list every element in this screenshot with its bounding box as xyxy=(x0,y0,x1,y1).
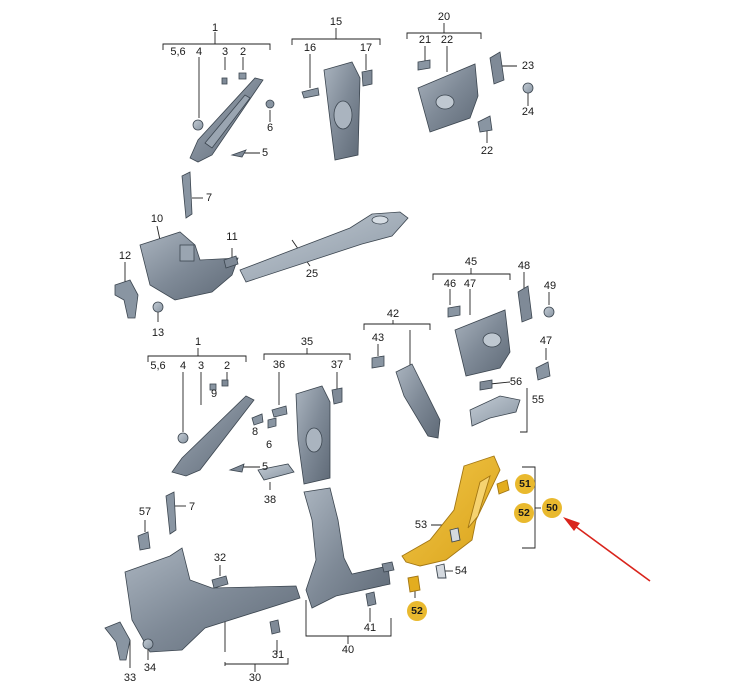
b-pillar-lower-trim-highlighted xyxy=(401,455,510,593)
callout-4-lower: 4 xyxy=(179,360,187,372)
callout-8: 8 xyxy=(251,426,259,438)
callout-50-highlighted: 50 xyxy=(542,498,562,518)
b-pillar-lower-trim xyxy=(303,487,395,609)
callout-11: 11 xyxy=(226,231,238,243)
callout-53: 53 xyxy=(414,519,428,531)
callout-5-lower: 5 xyxy=(261,461,269,473)
c-pillar-trim-upper xyxy=(417,51,534,133)
callout-31: 31 xyxy=(271,649,285,661)
callout-25: 25 xyxy=(305,268,319,280)
callout-32: 32 xyxy=(213,552,227,564)
callout-17: 17 xyxy=(359,42,373,54)
callout-30: 30 xyxy=(248,672,262,684)
callout-5-6: 5,6 xyxy=(170,46,186,58)
callout-9: 9 xyxy=(210,388,218,400)
callout-47-bottom: 47 xyxy=(539,335,553,347)
a-pillar-lower-and-sill xyxy=(114,171,409,319)
callout-22-bottom: 22 xyxy=(480,145,494,157)
b-pillar-trim-lower xyxy=(257,385,343,485)
callout-57: 57 xyxy=(138,506,152,518)
a-pillar-lower-and-sill-variant xyxy=(104,491,301,661)
callout-13: 13 xyxy=(151,327,165,339)
callout-36: 36 xyxy=(272,359,286,371)
callout-3-lower: 3 xyxy=(197,360,205,372)
callout-4: 4 xyxy=(195,46,203,58)
b-pillar-trim-upper xyxy=(301,61,373,161)
callout-5-6-lower: 5,6 xyxy=(150,360,166,372)
callout-7: 7 xyxy=(205,192,213,204)
callout-42: 42 xyxy=(386,308,400,320)
callout-34: 34 xyxy=(143,662,157,674)
callout-37: 37 xyxy=(330,359,344,371)
callout-12: 12 xyxy=(118,250,132,262)
a-pillar-trim-lower-variant xyxy=(171,379,277,477)
callout-3: 3 xyxy=(221,46,229,58)
pointer-arrow xyxy=(563,517,651,582)
callout-20: 20 xyxy=(437,11,451,23)
callout-43: 43 xyxy=(371,332,385,344)
callout-41: 41 xyxy=(363,622,377,634)
callout-35: 35 xyxy=(300,336,314,348)
callout-33: 33 xyxy=(123,672,137,684)
callout-23: 23 xyxy=(521,60,535,72)
callout-56: 56 xyxy=(509,376,523,388)
callout-52-highlighted: 52 xyxy=(514,503,534,523)
callout-49: 49 xyxy=(543,280,557,292)
callout-10: 10 xyxy=(150,213,164,225)
callout-54: 54 xyxy=(454,565,468,577)
a-pillar-trim-upper xyxy=(189,72,275,163)
callout-47-top: 47 xyxy=(463,278,477,290)
callout-2: 2 xyxy=(239,46,247,58)
callout-1: 1 xyxy=(211,22,219,34)
callout-40: 40 xyxy=(341,644,355,656)
callout-16: 16 xyxy=(303,42,317,54)
callout-52-bottom-highlighted: 52 xyxy=(407,601,427,621)
callout-48: 48 xyxy=(517,260,531,272)
callout-2-lower: 2 xyxy=(223,360,231,372)
d-pillar-trim xyxy=(371,355,521,439)
c-pillar-trim-lower xyxy=(447,285,555,381)
callout-46: 46 xyxy=(443,278,457,290)
callout-22-top: 22 xyxy=(440,34,454,46)
callout-21: 21 xyxy=(418,34,432,46)
callout-38: 38 xyxy=(263,494,277,506)
callout-5: 5 xyxy=(261,147,269,159)
callout-6: 6 xyxy=(266,122,274,134)
callout-45: 45 xyxy=(464,256,478,268)
callout-7-lower: 7 xyxy=(188,501,196,513)
callout-51-highlighted: 51 xyxy=(515,474,535,494)
callout-15: 15 xyxy=(329,16,343,28)
callout-24: 24 xyxy=(521,106,535,118)
callout-55: 55 xyxy=(531,394,545,406)
callout-6-lower: 6 xyxy=(265,439,273,451)
callout-1-lower: 1 xyxy=(194,336,202,348)
